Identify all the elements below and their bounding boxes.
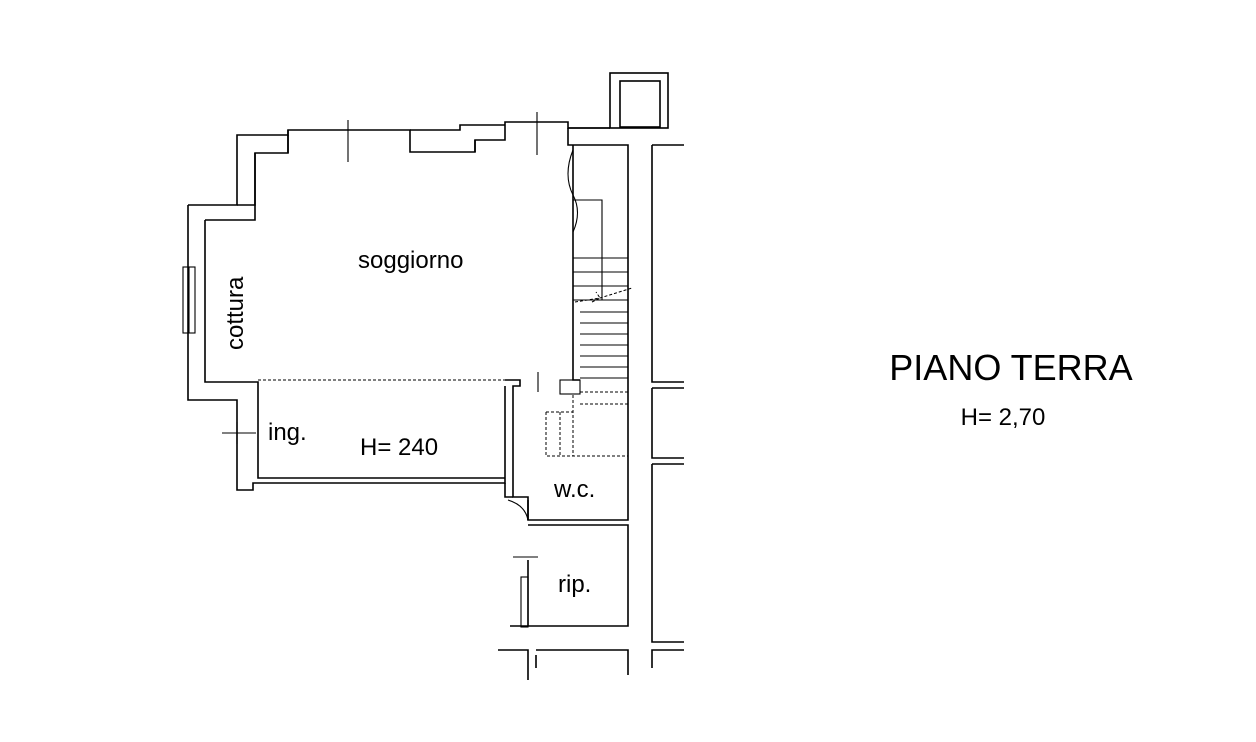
wall-cross-marks bbox=[222, 112, 538, 444]
entrance-label: ing. bbox=[268, 419, 307, 446]
entrance-east-wall bbox=[505, 379, 529, 520]
outer-wall bbox=[187, 205, 506, 491]
bathroom-label: w.c. bbox=[553, 476, 595, 503]
stair-wall-inner bbox=[572, 145, 580, 381]
living-room-label: soggiorno bbox=[358, 247, 463, 274]
storage-label: rip. bbox=[558, 571, 591, 598]
north-wall-detail bbox=[237, 124, 505, 206]
wc-door-swing bbox=[507, 499, 529, 521]
shaft bbox=[609, 72, 669, 129]
kitchen-label: cottura bbox=[222, 276, 249, 350]
stair-wall bbox=[527, 128, 629, 521]
floor-title: PIANO TERRA bbox=[889, 347, 1132, 388]
stair-arrow bbox=[574, 287, 633, 303]
south-walls bbox=[498, 649, 684, 680]
outer-wall-inner-face bbox=[204, 220, 505, 479]
north-wall-inner bbox=[205, 135, 289, 221]
entrance-height-label: H= 240 bbox=[360, 434, 438, 461]
east-corridor-walls bbox=[651, 144, 684, 643]
stair-post bbox=[559, 379, 581, 395]
stair-landing bbox=[573, 199, 603, 300]
stair-treads bbox=[573, 257, 628, 379]
north-wall bbox=[188, 121, 610, 206]
floor-height: H= 2,70 bbox=[961, 404, 1046, 431]
curved-wall bbox=[567, 149, 579, 233]
stair-below-dashed bbox=[545, 391, 628, 457]
